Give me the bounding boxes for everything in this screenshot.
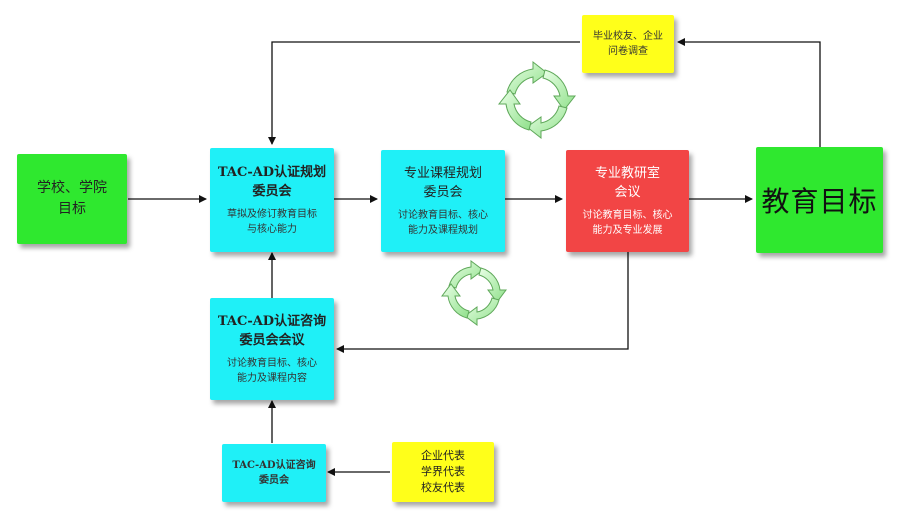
advisory-committee-label: TAC-AD认证咨询 委员会	[232, 460, 316, 486]
alumni-survey-label: 毕业校友、企业 问卷调查	[593, 31, 663, 57]
education-goal-label: 教育目标	[761, 185, 878, 218]
curriculum-committee-title: 专业课程规划 委员会	[403, 166, 482, 200]
research-office-desc: 讨论教育目标、核心 能力及专业发展	[582, 210, 673, 236]
cycle-icon-top	[497, 60, 577, 140]
education-goal-box: 教育目标	[756, 147, 883, 253]
curriculum-committee-desc: 讨论教育目标、核心 能力及课程规划	[398, 210, 488, 236]
school-goal-box: 学校、学院 目标	[17, 154, 127, 244]
arrow-survey-to-planning	[268, 41, 580, 145]
planning-committee-desc: 草拟及修订教育目标 与核心能力	[227, 209, 317, 235]
cycle-icon-bottom	[441, 260, 507, 326]
advisory-committee-box: TAC-AD认证咨询 委员会	[222, 444, 326, 502]
planning-committee-box: TAC-AD认证规划 委员会 草拟及修订教育目标 与核心能力	[210, 148, 334, 252]
representatives-box: 企业代表 学界代表 校友代表	[392, 442, 494, 502]
planning-committee-title: TAC-AD认证规划 委员会	[217, 165, 327, 199]
arrow-goal-to-survey	[677, 38, 821, 147]
school-goal-label: 学校、学院 目标	[37, 180, 107, 217]
representatives-label: 企业代表 学界代表 校友代表	[421, 449, 465, 494]
advisory-meeting-title: TAC-AD认证咨询 委员会会议	[217, 314, 327, 348]
research-office-title: 专业教研室 会议	[594, 166, 660, 200]
arrow-research-to-advisory-meeting	[336, 252, 629, 353]
advisory-meeting-desc: 讨论教育目标、核心 能力及课程内容	[227, 358, 317, 384]
research-office-box: 专业教研室 会议 讨论教育目标、核心 能力及专业发展	[566, 150, 689, 252]
alumni-survey-box: 毕业校友、企业 问卷调查	[582, 15, 674, 73]
curriculum-committee-box: 专业课程规划 委员会 讨论教育目标、核心 能力及课程规划	[381, 150, 505, 252]
advisory-meeting-box: TAC-AD认证咨询 委员会会议 讨论教育目标、核心 能力及课程内容	[210, 298, 334, 400]
